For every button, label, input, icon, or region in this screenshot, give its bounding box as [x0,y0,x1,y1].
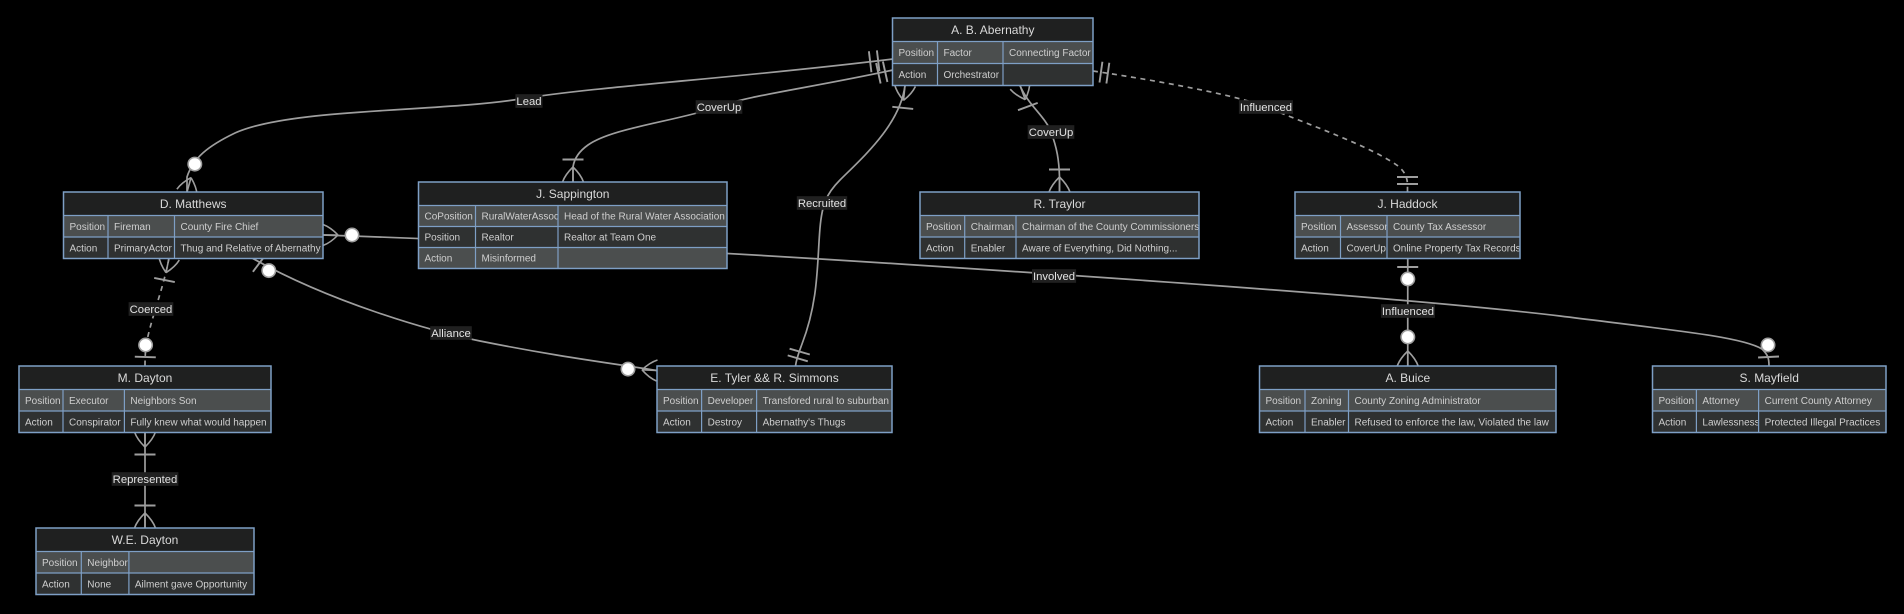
svg-text:None: None [87,579,111,590]
svg-text:Alliance: Alliance [431,328,471,340]
svg-text:E. Tyler && R. Simmons: E. Tyler && R. Simmons [710,371,838,385]
svg-text:A. Buice: A. Buice [1385,371,1430,385]
svg-text:Position: Position [663,396,699,407]
svg-text:Coerced: Coerced [130,304,173,316]
svg-text:Abernathy's Thugs: Abernathy's Thugs [763,417,846,428]
svg-text:Online Property Tax Records: Online Property Tax Records [1393,243,1521,254]
svg-text:Position: Position [899,48,935,59]
svg-text:Action: Action [926,243,954,254]
svg-text:Connecting Factor: Connecting Factor [1009,48,1091,59]
svg-text:RuralWaterAssoc: RuralWaterAssoc [482,212,559,223]
svg-text:Attorney: Attorney [1702,396,1739,407]
svg-text:Developer: Developer [708,396,754,407]
svg-text:Realtor: Realtor [482,233,515,244]
svg-text:Aware of Everything, Did Nothi: Aware of Everything, Did Nothing... [1022,243,1177,254]
svg-text:Position: Position [70,222,106,233]
svg-text:Fireman: Fireman [114,222,151,233]
svg-text:Position: Position [1659,396,1695,407]
svg-text:Lead: Lead [516,96,541,108]
svg-text:S. Mayfield: S. Mayfield [1740,371,1799,385]
svg-text:Position: Position [425,233,461,244]
svg-text:County Tax Assessor: County Tax Assessor [1393,222,1487,233]
svg-text:Influenced: Influenced [1240,102,1292,114]
svg-text:CoPosition: CoPosition [425,212,473,223]
svg-text:Chairman: Chairman [971,222,1014,233]
svg-text:Enabler: Enabler [1311,417,1346,428]
svg-text:Thug and Relative of Abernathy: Thug and Relative of Abernathy [181,243,321,254]
svg-text:Position: Position [42,558,78,569]
svg-text:Action: Action [1301,243,1329,254]
svg-text:Involved: Involved [1033,271,1075,283]
svg-text:Refused to enforce the law, Vi: Refused to enforce the law, Violated the… [1355,417,1550,428]
svg-text:Action: Action [1659,417,1687,428]
svg-text:Ailment gave Opportunity: Ailment gave Opportunity [135,579,247,590]
svg-text:Current County Attorney: Current County Attorney [1765,396,1872,407]
svg-text:Executor: Executor [69,396,109,407]
svg-text:Protected Illegal Practices: Protected Illegal Practices [1765,417,1881,428]
svg-text:J. Sappington: J. Sappington [536,187,609,201]
svg-text:Factor: Factor [944,48,973,59]
svg-text:Fully knew what would happen: Fully knew what would happen [130,417,266,428]
svg-text:Misinformed: Misinformed [482,254,536,265]
svg-text:PrimaryActor: PrimaryActor [114,243,172,254]
svg-text:Action: Action [42,579,70,590]
svg-text:Conspirator: Conspirator [69,417,121,428]
svg-text:Recruited: Recruited [798,198,846,210]
svg-text:Action: Action [425,254,453,265]
svg-text:Position: Position [25,396,61,407]
svg-text:Action: Action [25,417,53,428]
svg-text:Action: Action [70,243,98,254]
svg-text:Enabler: Enabler [971,243,1006,254]
svg-text:County Zoning Administrator: County Zoning Administrator [1355,396,1482,407]
svg-text:Chairman of the County Commiss: Chairman of the County Commissioners [1022,222,1199,233]
svg-text:Position: Position [1266,396,1302,407]
svg-text:Head of the Rural Water Associ: Head of the Rural Water Association [564,212,725,223]
svg-text:Orchestrator: Orchestrator [944,70,1000,81]
svg-text:Destroy: Destroy [708,417,742,428]
svg-text:Zoning: Zoning [1311,396,1342,407]
svg-text:Realtor at Team One: Realtor at Team One [564,233,657,244]
svg-text:Action: Action [663,417,691,428]
svg-text:Transfored rural to suburban: Transfored rural to suburban [763,396,889,407]
svg-text:R. Traylor: R. Traylor [1033,197,1085,211]
svg-text:CoverUp: CoverUp [1347,243,1387,254]
svg-text:J. Haddock: J. Haddock [1377,197,1438,211]
svg-text:Lawlessness: Lawlessness [1702,417,1759,428]
svg-text:Influenced: Influenced [1382,306,1434,318]
svg-text:Position: Position [1301,222,1337,233]
svg-text:Assessor: Assessor [1347,222,1389,233]
svg-text:Action: Action [1266,417,1294,428]
svg-text:A. B. Abernathy: A. B. Abernathy [951,23,1034,37]
svg-text:Represented: Represented [113,474,178,486]
svg-text:D. Matthews: D. Matthews [160,197,227,211]
svg-text:W.E. Dayton: W.E. Dayton [112,533,179,547]
svg-text:County Fire Chief: County Fire Chief [181,222,259,233]
svg-text:M. Dayton: M. Dayton [118,371,173,385]
svg-text:Neighbors Son: Neighbors Son [130,396,196,407]
svg-text:Position: Position [926,222,962,233]
svg-text:Neighbor: Neighbor [87,558,128,569]
svg-text:CoverUp: CoverUp [697,102,742,114]
svg-text:Action: Action [899,70,927,81]
svg-text:CoverUp: CoverUp [1029,127,1074,139]
